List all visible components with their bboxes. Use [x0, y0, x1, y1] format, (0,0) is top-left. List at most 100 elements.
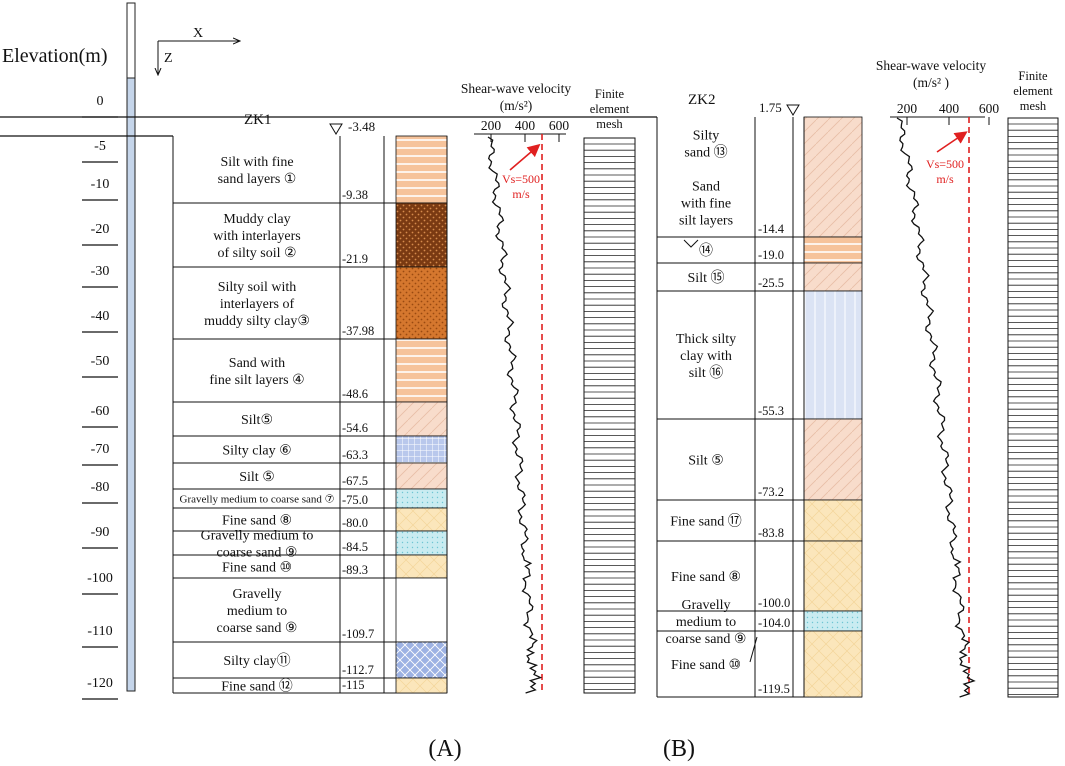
- layer-name: Muddy clay: [223, 212, 290, 227]
- layer-name: Silty soil with: [218, 280, 297, 295]
- velocity-title: Shear-wave velocity: [461, 81, 572, 96]
- panel-caption: (B): [663, 736, 695, 762]
- layer-hatch: [395, 462, 448, 490]
- layer-bottom-elevation: -19.0: [758, 248, 784, 262]
- elevation-tick-label: -10: [91, 177, 110, 192]
- layer-bottom-elevation: -100.0: [758, 596, 790, 610]
- layer-name: coarse sand ⑨: [217, 621, 298, 636]
- layer-hatch: [395, 435, 448, 464]
- soil-layer: Fine sand ⑧-80.0: [173, 507, 448, 532]
- soil-layer: Fine sand ⑩ -89.3: [173, 554, 448, 579]
- mesh-title: Finite: [1018, 69, 1048, 83]
- mesh-title: element: [1013, 84, 1053, 98]
- layer-name: Fine sand ⑰: [670, 513, 742, 529]
- vs-label: Vs=500: [502, 172, 540, 186]
- layer-hatch: [803, 116, 863, 238]
- elevation-tick-label: -20: [91, 222, 110, 237]
- leader-line: [749, 636, 758, 663]
- soil-layer: Silt⑤-54.6: [173, 401, 448, 437]
- layer-hatch: [395, 338, 448, 403]
- layer-hatch: [803, 236, 863, 264]
- mesh-title: element: [590, 102, 630, 116]
- velocity-tick-label: 600: [549, 118, 570, 133]
- vs-arrow: [936, 131, 968, 153]
- velocity-profile: [896, 117, 976, 698]
- layer-hatch: [395, 488, 448, 509]
- velocity-profile: [487, 136, 543, 694]
- soil-layer: Fine sand ⑫-115: [173, 677, 448, 694]
- layer-bottom-elevation: -83.8: [758, 526, 784, 540]
- layer-name: Sand: [692, 179, 720, 194]
- layer-bottom-elevation: -48.6: [342, 387, 368, 401]
- layer-name: muddy silty clay③: [204, 314, 310, 329]
- velocity-unit: (m/s² ): [913, 75, 949, 90]
- elevation-axis: Elevation(m) 0-5-10-20-30-40-50-60-70-80…: [2, 2, 136, 700]
- layer-name: Silt⑤: [241, 413, 273, 428]
- layer-name: Fine sand ⑧: [671, 570, 741, 585]
- layer-name: interlayers of: [220, 297, 295, 312]
- layer-name: Fine sand ⑫: [221, 678, 293, 694]
- soil-layer: Silt ⑤ -67.5: [173, 462, 448, 490]
- vs-arrow: [509, 143, 541, 171]
- top-elevation-label: -3.48: [348, 119, 375, 134]
- layer-name: sand ⑬: [684, 144, 727, 160]
- elevation-tick-label: -120: [87, 676, 113, 691]
- elevation-tick-label: -80: [91, 480, 110, 495]
- mesh-title: mesh: [1020, 99, 1047, 113]
- layer-name: Silt ⑮: [688, 270, 725, 286]
- layer-bottom-elevation: -25.5: [758, 276, 784, 290]
- layer-name: Silty: [693, 128, 719, 143]
- layer-hatch: [803, 610, 863, 632]
- soil-layer: Silty soil with interlayers of muddy silty…: [173, 266, 448, 340]
- layer-name: Silty clay⑪: [223, 653, 290, 669]
- layer-name: Silty clay ⑥: [222, 443, 291, 458]
- layer-name: silt layers: [679, 213, 733, 228]
- layer-hatch: [803, 499, 863, 542]
- layer-bottom-elevation: -89.3: [342, 563, 368, 577]
- elevation-bar: [126, 77, 136, 692]
- layer-bottom-elevation: -112.7: [342, 663, 374, 677]
- layer-hatch: [395, 641, 448, 679]
- layer-name: clay with: [680, 349, 732, 364]
- layer-hatch: [395, 507, 448, 532]
- velocity-tick-label: 400: [939, 101, 960, 116]
- water-level-icon: [329, 123, 343, 135]
- layer-hatch: [803, 290, 863, 420]
- vs-label: Vs=500: [926, 157, 964, 171]
- elevation-tick-label: -5: [94, 139, 106, 154]
- layer-bottom-elevation: -67.5: [342, 474, 368, 488]
- layer-name: Fine sand ⑩: [222, 560, 292, 575]
- vs-unit: m/s: [936, 172, 954, 186]
- elevation-tick-label: 0: [97, 94, 104, 109]
- layer-hatch: [395, 530, 448, 556]
- layer-name: ⑭: [699, 243, 713, 259]
- borehole-label: ZK1: [244, 112, 272, 128]
- layer-hatch: [395, 577, 448, 643]
- water-level-arrow-icon: [683, 239, 699, 248]
- velocity-tick-label: 200: [481, 118, 502, 133]
- layer-hatch: [395, 554, 448, 579]
- layer-bottom-elevation: -80.0: [342, 516, 368, 530]
- panel-caption: (A): [428, 736, 461, 762]
- finite-element-mesh: [1007, 117, 1059, 698]
- layer-name: silt ⑯: [689, 365, 724, 381]
- x-axis-label: X: [193, 26, 203, 41]
- layer-name: of silty soil ②: [217, 246, 296, 261]
- velocity-tick-label: 600: [979, 101, 1000, 116]
- layer-bottom-elevation: -104.0: [758, 616, 790, 630]
- layer-bottom-elevation: -14.4: [758, 222, 785, 236]
- soil-layer: Silty clay⑪ -112.7: [173, 641, 448, 679]
- layer-bottom-elevation: -9.38: [342, 188, 368, 202]
- layer-bottom-elevation: -75.0: [342, 493, 368, 507]
- finite-element-mesh: [583, 137, 636, 694]
- layer-name: coarse sand ⑨: [217, 545, 298, 560]
- velocity-title: Shear-wave velocity: [876, 58, 987, 73]
- layer-bottom-elevation: -73.2: [758, 485, 784, 499]
- layer-name: Silt ⑤: [239, 470, 275, 485]
- layer-hatch: [395, 401, 448, 437]
